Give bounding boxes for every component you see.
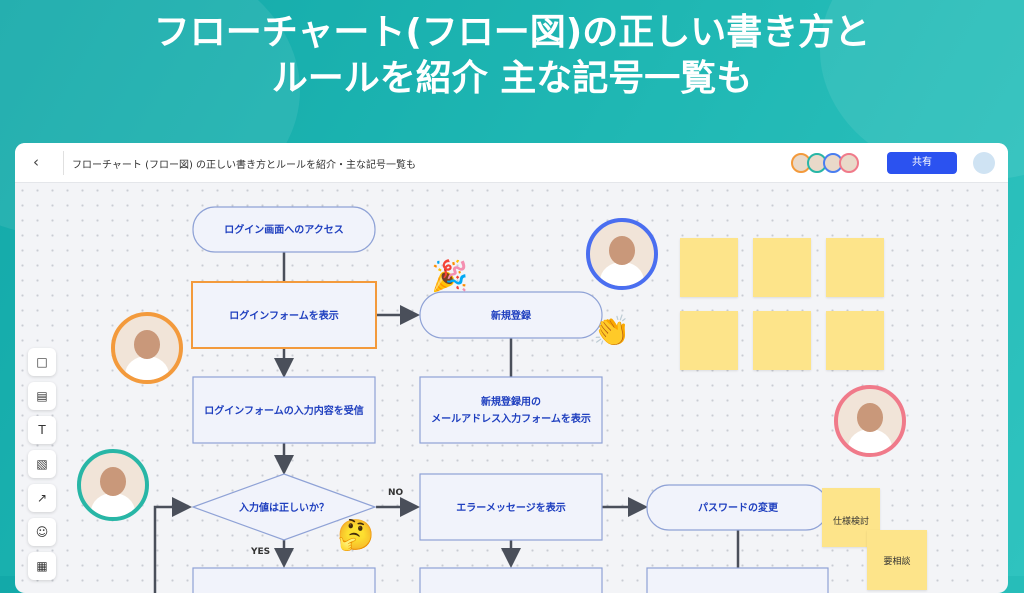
headline-line-2: ルールを紹介 主な記号一覧も xyxy=(271,58,753,99)
party-popper-icon: 🎉 xyxy=(431,259,469,294)
canvas[interactable]: ログイン画面へのアクセス ログインフォームを表示 ログインフォームの入力内容を受… xyxy=(15,183,1008,593)
sticky-note[interactable] xyxy=(826,238,884,297)
document-title[interactable]: フローチャート (フロー図) の正しい書き方とルールを紹介・主な記号一覧も xyxy=(72,160,417,171)
connector xyxy=(153,497,192,593)
process-box[interactable] xyxy=(419,567,603,593)
divider xyxy=(63,151,64,175)
sticky-note[interactable] xyxy=(680,311,738,370)
image-tool-icon[interactable]: ▧ xyxy=(28,450,56,478)
terminal-start[interactable] xyxy=(192,206,376,253)
cursor-avatar-teal xyxy=(77,449,149,521)
process-show-form[interactable] xyxy=(191,281,377,349)
signup-form-label-2: メールアドレス入力フォームを表示 xyxy=(431,412,591,425)
connector-tool-icon[interactable]: ↗ xyxy=(28,484,56,512)
process-signup-form[interactable] xyxy=(419,376,603,444)
terminal-signup[interactable] xyxy=(419,291,603,339)
clapping-hands-icon: 👏 xyxy=(593,314,631,349)
cursor-avatar-red xyxy=(834,385,906,457)
thinking-face-icon: 🤔 xyxy=(337,518,375,553)
sticky-note[interactable] xyxy=(680,238,738,297)
show-form-label: ログインフォームを表示 xyxy=(229,309,338,322)
template-tool-icon[interactable]: ▦ xyxy=(28,552,56,580)
receive-label: ログインフォームの入力内容を受信 xyxy=(204,404,363,417)
stamp-tool-icon[interactable]: ☺ xyxy=(28,518,56,546)
top-bar: ‹ フローチャート (フロー図) の正しい書き方とルールを紹介・主な記号一覧も … xyxy=(15,143,1008,183)
cursor-avatar-orange xyxy=(111,312,183,384)
note-text: 仕様検討 xyxy=(832,517,869,527)
sticky-note[interactable] xyxy=(753,238,811,297)
decision-diamond[interactable] xyxy=(191,473,377,541)
headline-line-1: フローチャート(フロー図)の正しい書き方と xyxy=(153,12,871,53)
shape-tool-icon[interactable]: □ xyxy=(28,348,56,376)
signup-label: 新規登録 xyxy=(491,309,532,322)
process-box[interactable] xyxy=(646,567,829,593)
share-button[interactable]: 共有 xyxy=(887,152,957,174)
cursor-avatar-blue xyxy=(586,218,658,290)
avatar[interactable] xyxy=(839,153,859,173)
process-box[interactable] xyxy=(192,567,376,593)
left-toolbar: □ ▤ T ▧ ↗ ☺ ▦ xyxy=(28,348,56,580)
back-chevron-icon[interactable]: ‹ xyxy=(33,153,39,171)
user-avatar[interactable] xyxy=(973,152,995,174)
whiteboard-window: ‹ フローチャート (フロー図) の正しい書き方とルールを紹介・主な記号一覧も … xyxy=(15,143,1008,593)
start-label: ログイン画面へのアクセス xyxy=(224,223,344,236)
collaborator-avatars[interactable] xyxy=(791,153,859,173)
sticky-note[interactable] xyxy=(753,311,811,370)
no-label: NO xyxy=(388,488,404,498)
sticky-note-consult[interactable]: 要相談 xyxy=(867,530,927,590)
text-tool-icon[interactable]: T xyxy=(28,416,56,444)
headline: フローチャート(フロー図)の正しい書き方と ルールを紹介 主な記号一覧も xyxy=(0,10,1024,102)
password-label: パスワードの変更 xyxy=(698,501,779,514)
note-text: 要相談 xyxy=(883,557,911,567)
process-receive[interactable] xyxy=(192,376,376,444)
sticky-note[interactable] xyxy=(826,311,884,370)
yes-label: YES xyxy=(250,547,270,557)
decision-label: 入力値は正しいか？ xyxy=(239,501,329,514)
signup-form-label-1: 新規登録用の xyxy=(481,395,541,408)
process-error[interactable] xyxy=(419,473,603,541)
sticky-note-tool-icon[interactable]: ▤ xyxy=(28,382,56,410)
error-label: エラーメッセージを表示 xyxy=(456,501,565,514)
